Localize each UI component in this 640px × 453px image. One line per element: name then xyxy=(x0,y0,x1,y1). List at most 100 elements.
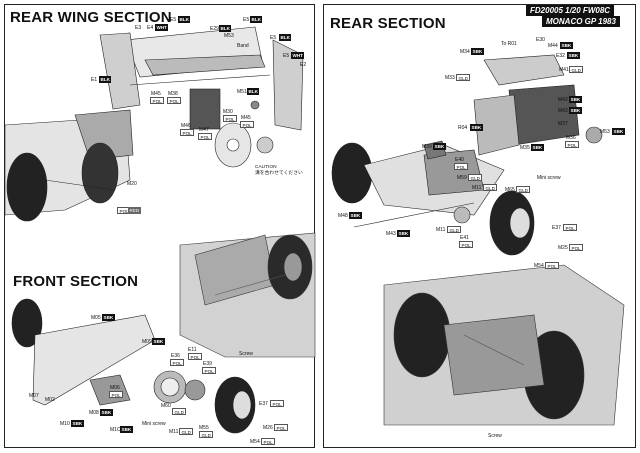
front-screw-label: Screw xyxy=(239,351,253,357)
rear-mini-screw-label: Mini screw xyxy=(537,175,561,181)
part-color-tag: POL xyxy=(188,353,203,360)
part-color-tag: GLD xyxy=(199,431,214,438)
part-code: M38 xyxy=(168,91,178,97)
part-color-tag: SBK xyxy=(569,107,582,114)
part-code: M02 xyxy=(45,397,55,403)
rear-photo xyxy=(383,264,625,426)
part-color-tag: POL xyxy=(170,359,185,366)
part-color-tag: SBK xyxy=(470,124,483,131)
part-color-tag: BLK xyxy=(247,88,260,95)
part-code: E5 xyxy=(270,35,277,41)
part-code: E36 xyxy=(171,353,180,359)
part-code: M35 xyxy=(520,145,530,151)
part-code: M42 xyxy=(558,97,568,103)
part-color-tag: SBK xyxy=(397,230,410,237)
part-color-tag: RED xyxy=(128,207,141,214)
part-color-tag: WHT xyxy=(291,52,305,59)
part-code: E5 xyxy=(170,17,177,23)
part-color-tag: GLD xyxy=(516,186,531,193)
part-code: E41 xyxy=(460,235,469,241)
part-color-tag: GLD xyxy=(456,74,471,81)
part-color-tag: POL xyxy=(202,367,217,374)
part-color-tag: POL xyxy=(240,121,255,128)
part-code: M06 xyxy=(110,385,120,391)
rear-exploded-drawing xyxy=(331,54,603,256)
part-code: M47 xyxy=(199,127,209,133)
part-code: M60 xyxy=(161,403,171,409)
part-color-tag: POL xyxy=(545,262,560,269)
part-color-tag: WHT xyxy=(155,24,169,31)
part-code: M11 xyxy=(436,227,446,233)
part-color-tag: POL xyxy=(261,438,276,445)
part-color-tag: POL xyxy=(565,141,580,148)
part-code: M41 xyxy=(559,67,569,73)
part-code: E5 xyxy=(283,53,290,59)
part-color-tag: SBK xyxy=(612,128,625,135)
part-code: E37 xyxy=(552,225,561,231)
part-code: M59 xyxy=(457,175,467,181)
caution-label: CAUTION 溝を合わせてください xyxy=(255,165,303,176)
front-photo xyxy=(179,232,316,358)
part-code: M30 xyxy=(223,109,233,115)
part-code: M54 xyxy=(534,263,544,269)
part-color-tag: SBK xyxy=(349,212,362,219)
right-panel: REAR SECTION FD20005 1/20 FW08C MONACO G… xyxy=(323,4,636,448)
part-color-tag: GLD xyxy=(172,408,187,415)
part-color-tag: SBK xyxy=(100,409,113,416)
part-code: E11 xyxy=(188,347,197,353)
part-color-tag: GLD xyxy=(179,428,194,435)
part-code: E40 xyxy=(455,157,464,163)
part-code: E5 xyxy=(243,17,250,23)
rear-screw-label: Screw xyxy=(488,433,502,439)
part-code: M37 xyxy=(558,121,568,127)
part-code: M11 xyxy=(169,429,179,435)
part-code: M65 xyxy=(505,187,515,193)
part-color-tag: GLD xyxy=(468,174,483,181)
part-code: E1 xyxy=(91,77,98,83)
part-color-tag: POL xyxy=(109,391,124,398)
part-code: M45 xyxy=(151,91,161,97)
part-color-tag: POL xyxy=(563,224,578,231)
part-color-tag: POL xyxy=(198,133,213,140)
part-color-tag: POL xyxy=(459,241,474,248)
to-r01-label: To R01 xyxy=(501,41,517,47)
part-code: M25 xyxy=(558,245,568,251)
part-code: M20 xyxy=(127,181,137,187)
rear-wing-section-title: REAR WING SECTION xyxy=(10,9,172,26)
part-color-tag: SBK xyxy=(531,144,544,151)
part-code: M10 xyxy=(60,421,70,427)
part-code: E30 xyxy=(536,37,545,43)
part-code: M39 xyxy=(422,144,432,150)
part-color-tag: BLK xyxy=(99,76,112,83)
car-rear-drawing xyxy=(5,109,134,222)
part-code: M53 xyxy=(224,33,234,39)
rear-section-title: REAR SECTION xyxy=(330,15,446,32)
part-code: M36 xyxy=(566,135,576,141)
part-code: E2 xyxy=(300,62,307,68)
part-code: M26 xyxy=(263,425,273,431)
part-color-tag: SBK xyxy=(560,42,573,49)
part-code: M33 xyxy=(445,75,455,81)
part-code: M34 xyxy=(460,49,470,55)
part-code: E29 xyxy=(210,26,219,32)
part-code: M05 xyxy=(91,315,101,321)
part-code: M46 xyxy=(181,123,191,129)
part-color-tag: POL xyxy=(223,115,238,122)
part-code: M45 xyxy=(241,115,251,121)
part-code: E39 xyxy=(203,361,212,367)
part-code: M43 xyxy=(386,231,396,237)
left-drawings xyxy=(5,26,316,434)
part-color-tag: SBK xyxy=(569,96,582,103)
part-code: M54 xyxy=(250,439,260,445)
part-color-tag: SBK xyxy=(102,314,115,321)
part-color-tag: SBK xyxy=(120,426,133,433)
part-color-tag: BLK xyxy=(250,16,263,23)
front-section-title: FRONT SECTION xyxy=(13,273,139,290)
part-color-tag: POL xyxy=(270,400,285,407)
part-color-tag: SBK xyxy=(567,52,580,59)
part-color-tag: SBK xyxy=(152,338,165,345)
part-color-tag: BLK xyxy=(279,34,292,41)
rear-wing-drawing xyxy=(99,26,304,131)
part-color-tag: SBK xyxy=(471,48,484,55)
part-color-tag: POL xyxy=(274,424,289,431)
